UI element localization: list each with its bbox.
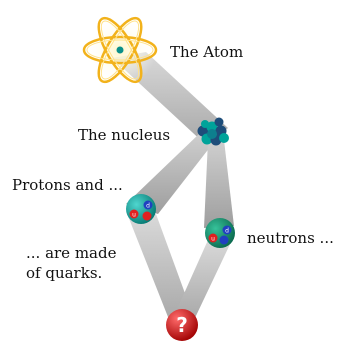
electron-orbit	[97, 16, 143, 84]
quark-letter-u: u	[132, 212, 136, 219]
label-the-nucleus: The nucleus	[78, 126, 171, 144]
label-quarks-line-2: of quarks.	[26, 264, 103, 282]
label-neutrons: neutrons ...	[247, 229, 334, 247]
beam-neutron-to-quark	[174, 240, 232, 320]
quark-up	[208, 233, 218, 243]
beam-nucleus-to-proton	[126, 133, 214, 214]
quark-letter-u: u	[211, 236, 215, 243]
neutron-icon: u d	[205, 218, 235, 248]
quark-down	[143, 200, 153, 210]
label-the-atom: The Atom	[170, 43, 244, 61]
beam-nucleus-to-neutron	[204, 140, 234, 228]
quark-down	[222, 225, 232, 235]
question-mark-text: ?	[176, 313, 188, 337]
atom-nucleus-dot	[116, 46, 124, 54]
nucleus-icon	[197, 117, 229, 146]
label-quarks-line-1: ... are made	[26, 244, 117, 262]
electron-orbit	[97, 16, 143, 84]
atom-icon	[82, 14, 158, 86]
label-protons: Protons and ...	[12, 176, 123, 194]
quark-letter-d: d	[225, 228, 229, 235]
quark-up	[129, 209, 139, 219]
quark-down	[219, 235, 229, 245]
question-mark-icon: ?	[166, 309, 198, 341]
quark-letter-d: d	[146, 203, 150, 210]
label-quarks: ... are made of quarks.	[26, 243, 136, 283]
proton-icon: u d	[126, 194, 156, 224]
electron-orbit	[82, 35, 158, 65]
beam-proton-to-quark	[128, 214, 194, 322]
quark-up	[142, 211, 152, 221]
